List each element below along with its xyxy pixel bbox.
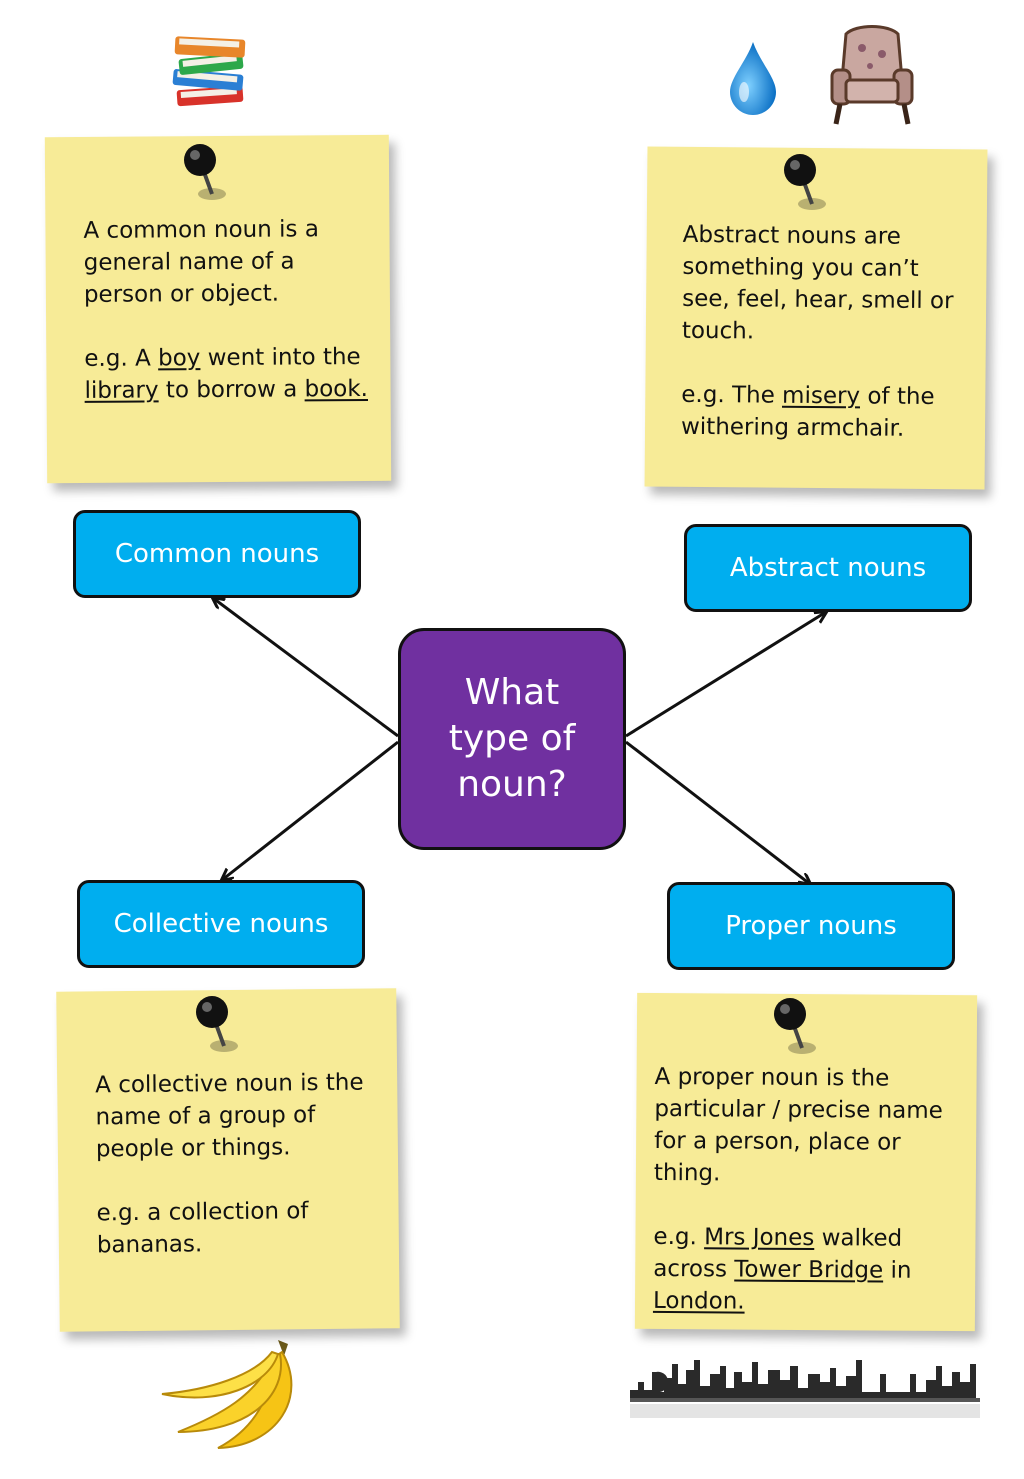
pushpin-icon: [784, 154, 826, 210]
proper-nouns-box: Proper nouns: [667, 882, 955, 970]
collective-nouns-label: Collective nouns: [113, 909, 329, 939]
bananas-icon: [161, 1340, 293, 1449]
pushpin-icon: [184, 144, 226, 200]
pushpin-icon: [196, 996, 238, 1052]
proper-nouns-label: Proper nouns: [725, 911, 897, 941]
collective-nouns-box: Collective nouns: [77, 880, 365, 968]
common-nouns-box: Common nouns: [73, 510, 361, 598]
armchair-icon: [830, 25, 914, 125]
abstract-nouns-box: Abstract nouns: [684, 524, 972, 612]
common-nouns-label: Common nouns: [114, 539, 320, 569]
arrow-to-abstract: [625, 612, 826, 738]
center-question-box: What type of noun?: [398, 628, 626, 850]
abstract-nouns-label: Abstract nouns: [729, 553, 927, 583]
center-question-title: What type of noun?: [448, 672, 576, 805]
books-icon: [172, 36, 246, 107]
arrow-to-proper: [625, 740, 810, 884]
water-drop-icon: [730, 42, 776, 115]
arrow-to-common: [213, 598, 399, 738]
london-skyline-icon: [630, 1360, 980, 1418]
arrow-to-collective: [222, 740, 399, 880]
pushpin-icon: [774, 998, 816, 1054]
